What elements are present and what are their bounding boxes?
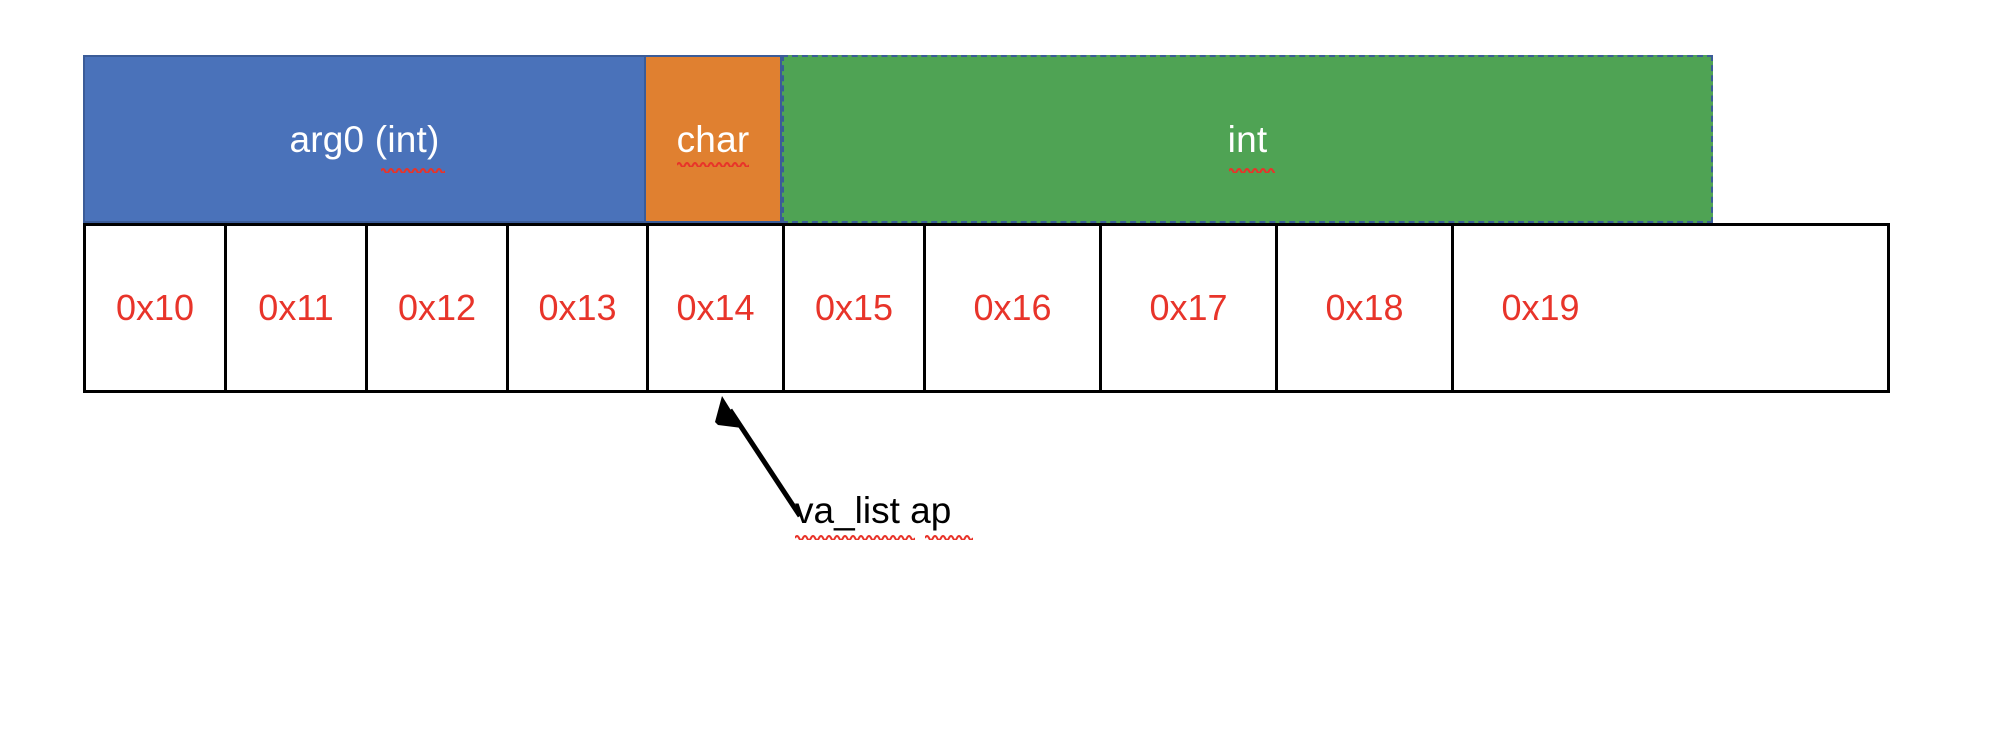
address-cell-label: 0x11 xyxy=(258,287,334,328)
address-cell: 0x18 xyxy=(1278,226,1454,390)
address-cell-label: 0x15 xyxy=(814,287,894,328)
va-list-label: va_list ap xyxy=(795,492,951,529)
type-block-char: char xyxy=(646,55,782,223)
va-list-label-space xyxy=(900,490,910,531)
address-cell-label: 0x13 xyxy=(538,287,617,328)
va-list-label-word-1: va_list xyxy=(795,490,900,531)
type-block-label-char: char xyxy=(677,121,750,158)
address-cell-label: 0x12 xyxy=(397,287,477,328)
spellcheck-underline-int-1 xyxy=(381,166,445,173)
va-list-label-word-2: ap xyxy=(910,490,952,531)
va-list-pointer-arrow xyxy=(690,392,1110,572)
address-cell: 0x17 xyxy=(1102,226,1278,390)
address-cell-label: 0x14 xyxy=(676,287,755,328)
type-block-label-int: int xyxy=(1227,118,1268,160)
type-block-int: int xyxy=(782,55,1713,223)
address-cell: 0x11 xyxy=(227,226,368,390)
address-cell: 0x19 xyxy=(1454,226,1627,390)
spellcheck-underline-va-list xyxy=(795,533,915,541)
address-cell-label: 0x10 xyxy=(115,287,195,328)
address-cell-label: 0x18 xyxy=(1325,287,1404,328)
address-cell: 0x13 xyxy=(509,226,649,390)
address-cell: 0x12 xyxy=(368,226,509,390)
spellcheck-underline-char-wrap xyxy=(677,160,749,168)
spellcheck-underline-int-2 xyxy=(1229,166,1275,173)
address-cell: 0x15 xyxy=(785,226,926,390)
type-block-label-arg0: arg0 (int) xyxy=(289,118,440,160)
address-cell-label: 0x16 xyxy=(973,287,1052,328)
address-cell-label: 0x17 xyxy=(1149,287,1228,328)
address-cell: 0x14 xyxy=(649,226,785,390)
address-cell: 0x16 xyxy=(926,226,1102,390)
spellcheck-underline-ap xyxy=(925,533,973,541)
address-cell-row: 0x10 0x11 0x12 0x13 0x14 0x15 0x16 0x17 … xyxy=(83,223,1890,393)
address-cell: 0x10 xyxy=(86,226,227,390)
address-cell-label: 0x19 xyxy=(1501,287,1580,328)
type-block-arg0-int: arg0 (int) xyxy=(83,55,646,223)
